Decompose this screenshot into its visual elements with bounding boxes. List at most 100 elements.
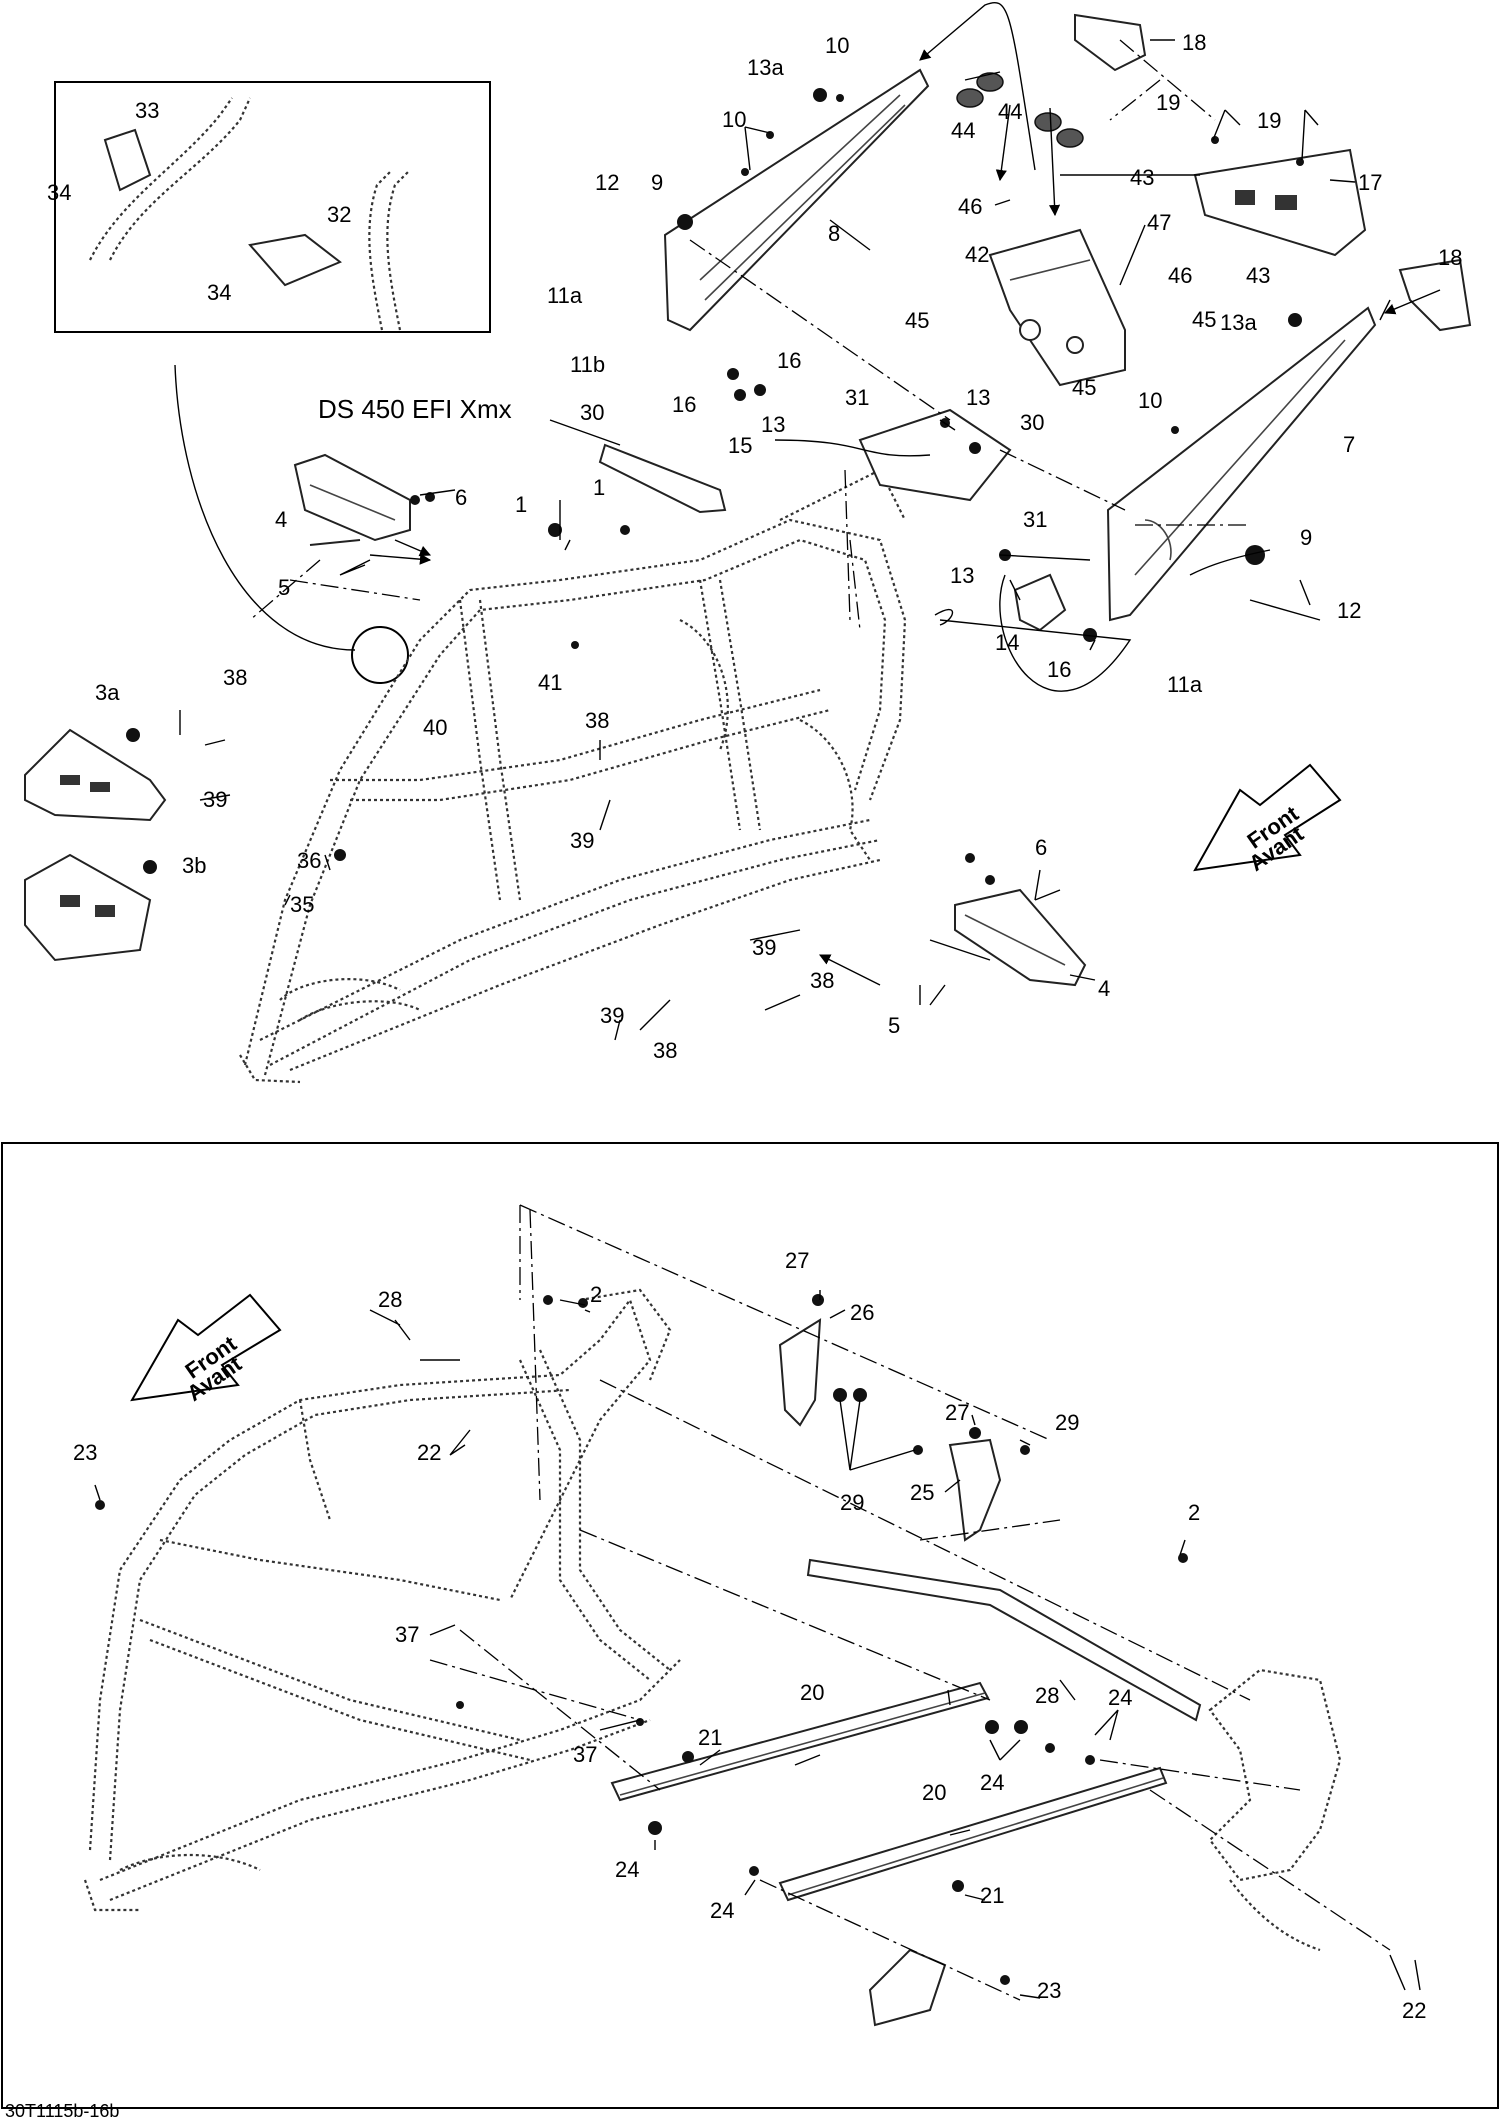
part-label: 10 <box>1138 388 1162 413</box>
part-label: 27 <box>945 1400 969 1425</box>
bracket-part-23-bottom <box>868 1948 947 2027</box>
part-label: 16 <box>672 392 696 417</box>
part-label: 37 <box>395 1622 419 1647</box>
part-label: 47 <box>1147 210 1171 235</box>
part-label: 41 <box>538 670 562 695</box>
part-label: 9 <box>1300 525 1312 550</box>
part-label: 29 <box>1055 1410 1079 1435</box>
hardware-dots-bottom <box>95 1294 1188 1985</box>
part-label: 20 <box>800 1680 824 1705</box>
part-label: 13 <box>950 563 974 588</box>
part-label: 6 <box>1035 835 1047 860</box>
part-label: 15 <box>728 433 752 458</box>
part-label: 24 <box>615 1857 639 1882</box>
part-label: 23 <box>1037 1978 1061 2003</box>
part-label: 20 <box>922 1780 946 1805</box>
part-label: 21 <box>698 1725 722 1750</box>
guard-part-3b <box>24 853 152 962</box>
part-label: 14 <box>995 630 1019 655</box>
part-label: 45 <box>1072 375 1096 400</box>
part-label: 17 <box>1358 170 1382 195</box>
part-label: 31 <box>1023 507 1047 532</box>
part-label: 45 <box>1192 307 1216 332</box>
part-label: 45 <box>905 308 929 333</box>
part-label: 24 <box>710 1898 734 1923</box>
part-label: 5 <box>888 1013 900 1038</box>
part-label: 10 <box>825 33 849 58</box>
part-label: 18 <box>1438 245 1462 270</box>
part-label: 12 <box>1337 598 1361 623</box>
front-arrow-top: Front Avant <box>1193 763 1342 876</box>
part-label: 34 <box>207 280 231 305</box>
footrest-part-4-left <box>293 453 411 546</box>
part-label: 26 <box>850 1300 874 1325</box>
part-label: 16 <box>777 348 801 373</box>
part-label: 34 <box>47 180 71 205</box>
part-label: 33 <box>135 98 159 123</box>
part-label: 42 <box>965 242 989 267</box>
part-label: 12 <box>595 170 619 195</box>
leader-lines-top <box>179 1 1441 1041</box>
part-label: 11a <box>1167 672 1203 697</box>
part-label: 16 <box>1047 657 1071 682</box>
main-frame-top <box>239 468 907 1084</box>
part-label: 24 <box>980 1770 1004 1795</box>
front-arrow-bottom: Front Avant <box>130 1293 282 1406</box>
part-label: 44 <box>951 118 975 143</box>
model-note: DS 450 EFI Xmx <box>318 394 512 424</box>
main-frame-bottom <box>83 1288 1342 1952</box>
part-label: 30 <box>580 400 604 425</box>
rail-part-20-lower <box>778 1766 1168 1902</box>
part-label: 3a <box>95 680 120 705</box>
bottom-part-labels: 27 2 26 28 27 29 22 23 29 25 2 37 28 20 … <box>73 1248 1426 2023</box>
part-label: 32 <box>327 202 351 227</box>
part-label: 31 <box>845 385 869 410</box>
inset-detail-box <box>54 81 491 684</box>
rail-part-20-upper <box>610 1681 990 1802</box>
part-label: 25 <box>910 1480 934 1505</box>
part-label: 4 <box>275 507 287 532</box>
part-label: 23 <box>73 1440 97 1465</box>
part-label: 7 <box>1343 432 1355 457</box>
part-label: 35 <box>290 892 314 917</box>
part-label: 3b <box>182 853 206 878</box>
part-label: 27 <box>785 1248 809 1273</box>
bracket-part-8 <box>663 68 930 332</box>
bottom-panel-border <box>1 1142 1499 2109</box>
part-label: 39 <box>570 828 594 853</box>
part-label: 10 <box>722 107 746 132</box>
part-label: 18 <box>1182 30 1206 55</box>
part-label: 36 <box>297 848 321 873</box>
part-label: 39 <box>752 935 776 960</box>
part-label: 11a <box>547 283 583 308</box>
leader-lines-bottom <box>94 1290 1421 1999</box>
part-label: 19 <box>1257 108 1281 133</box>
part-label: 9 <box>651 170 663 195</box>
bracket-part-7 <box>1106 306 1377 622</box>
bracket-part-26 <box>778 1318 822 1427</box>
part-label: 38 <box>810 968 834 993</box>
rail-part-28 <box>806 1558 1202 1722</box>
drawing-code: 30T1115b-16b <box>5 2101 119 2121</box>
part-label: 2 <box>1188 1500 1200 1525</box>
part-label: 22 <box>1402 1998 1426 2023</box>
part-label: 39 <box>600 1003 624 1028</box>
part-label: 43 <box>1246 263 1270 288</box>
part-label: 13 <box>761 412 785 437</box>
part-label: 6 <box>455 485 467 510</box>
part-18-right <box>1398 258 1472 332</box>
part-label: 28 <box>1035 1683 1059 1708</box>
part-18-top <box>1074 13 1147 72</box>
part-label: 28 <box>378 1287 402 1312</box>
plate-part-30 <box>598 408 1012 514</box>
part-label: 43 <box>1130 165 1154 190</box>
top-assembly-panel: Front Avant DS 450 EFI Xmx 33 32 34 34 1… <box>24 1 1472 1084</box>
part-label: 1 <box>515 492 527 517</box>
part-label: 30 <box>1020 410 1044 435</box>
part-label: 38 <box>585 708 609 733</box>
part-label: 38 <box>653 1038 677 1063</box>
part-label: 11b <box>570 352 605 377</box>
part-label: 38 <box>223 665 247 690</box>
part-label: 8 <box>828 221 840 246</box>
